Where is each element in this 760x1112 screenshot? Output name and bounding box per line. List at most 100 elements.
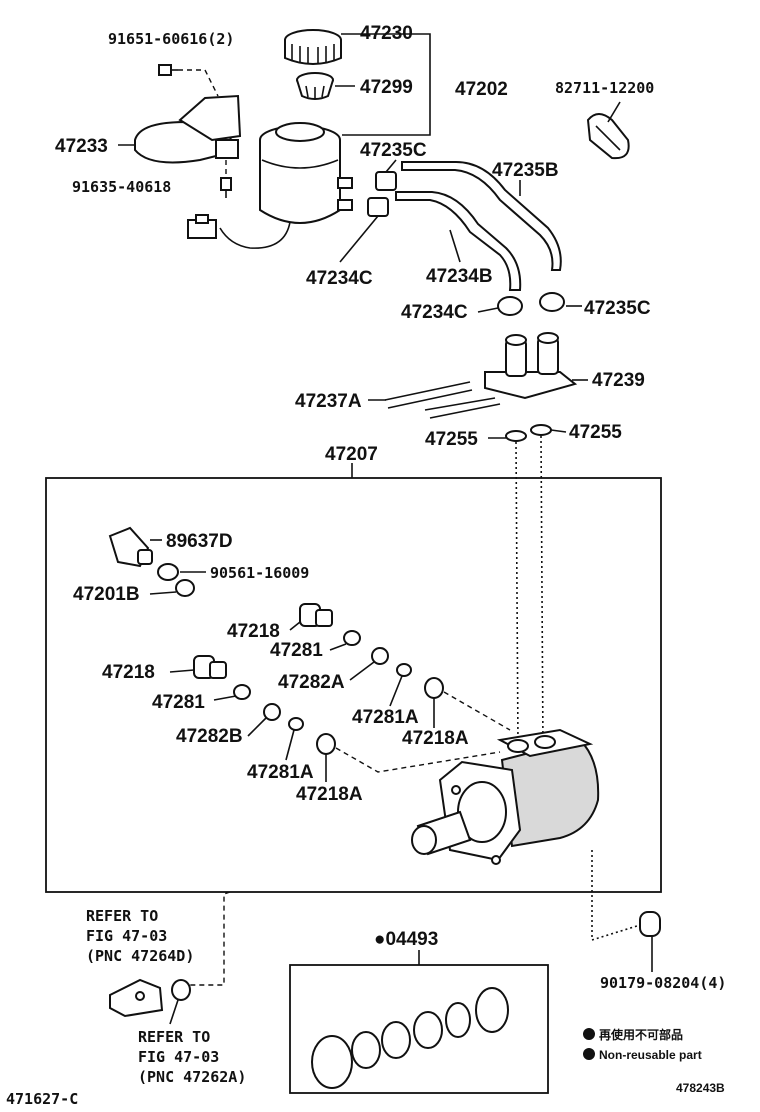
gasket-90561 [157, 563, 179, 581]
label-47218A-b: 47218A [296, 784, 363, 805]
label-47233: 47233 [55, 136, 108, 157]
refer1-line3: (PNC 47264D) [86, 947, 194, 965]
code-right: 478243B [676, 1081, 725, 1095]
refer1-line1: REFER TO [86, 907, 158, 925]
legend-en: Non-reusable part [599, 1048, 702, 1062]
guide-grommet-left [515, 441, 519, 746]
refer2-line1: REFER TO [138, 1028, 210, 1046]
union-47239 [484, 332, 578, 400]
label-82711: 82711-12200 [555, 79, 654, 97]
label-47218A-a: 47218A [402, 728, 469, 749]
clamp-47234C-top [367, 197, 389, 217]
leader-47281-b [213, 695, 237, 701]
legend-dot-jp [583, 1028, 595, 1040]
refer2-line2: FIG 47-03 [138, 1048, 219, 1066]
label-47255-left: 47255 [425, 429, 478, 450]
label-47282A: 47282A [278, 672, 345, 693]
leader-47282B [247, 717, 267, 737]
label-47218-a: 47218 [227, 621, 280, 642]
label-47235C-mid: 47235C [584, 298, 651, 319]
leader-47281A-b [285, 729, 295, 761]
grommet-47255-left [505, 430, 527, 442]
plug-47218-upper [299, 603, 333, 627]
label-47201B: 47201B [73, 584, 140, 605]
code-left: 471627-C [6, 1090, 78, 1108]
hose-47234B [395, 191, 522, 291]
leader-47234C-mid [477, 307, 499, 313]
clip-82711 [586, 113, 630, 160]
label-47282B: 47282B [176, 726, 243, 747]
leader-47281-a [329, 643, 347, 651]
bolt-91635 [220, 177, 232, 198]
label-90561: 90561-16009 [210, 564, 309, 582]
legend-jp: 再使用不可部品 [599, 1027, 683, 1042]
leader-82711 [607, 101, 621, 123]
seat-47281A-upper [396, 663, 412, 677]
label-47281-b: 47281 [152, 692, 205, 713]
yoke-part-reference [109, 978, 164, 1018]
label-47207: 47207 [325, 444, 378, 465]
plug-47218-lower [193, 655, 227, 679]
pin-reference [171, 979, 191, 1001]
bolt-90179 [639, 911, 661, 937]
bolt-91651 [158, 64, 178, 76]
kit-parts [311, 987, 509, 1089]
reservoir-bracket-47233 [134, 94, 242, 164]
clamp-47235C-mid [539, 292, 565, 312]
label-47299: 47299 [360, 77, 413, 98]
hose-47235B [401, 161, 562, 271]
leader-47235C-top [385, 159, 397, 173]
spring-47282B [263, 703, 281, 721]
guide-refer-1 [190, 891, 231, 986]
pin-47237A [384, 381, 501, 419]
label-47234B: 47234B [426, 266, 493, 287]
label-47230: 47230 [360, 23, 413, 44]
leader-47201B [149, 591, 177, 595]
label-47281-a: 47281 [270, 640, 323, 661]
legend-dot-en [583, 1048, 595, 1060]
label-47235C-top: 47235C [360, 140, 427, 161]
guide-90179 [591, 850, 641, 942]
label-47255-right: 47255 [569, 422, 622, 443]
assembly-box-47207 [45, 477, 662, 893]
grommet-47255-right [530, 424, 552, 436]
guide-grommet-right [540, 435, 544, 749]
reservoir-cap-47230 [284, 29, 342, 65]
leader-47281A-a [389, 675, 403, 707]
master-cylinder-body [411, 728, 600, 865]
label-47234C-mid: 47234C [401, 302, 468, 323]
label-47237A: 47237A [295, 391, 362, 412]
label-89637D: 89637D [166, 531, 233, 552]
leader-47218-b [169, 669, 195, 673]
washer-47218A-lower [316, 733, 336, 755]
leader-47282A [349, 661, 375, 681]
washer-47218A-upper [424, 677, 444, 699]
label-47281A-b: 47281A [247, 762, 314, 783]
label-47234C-left: 47234C [306, 268, 373, 289]
leader-47234C-left [339, 215, 379, 263]
label-47218-b: 47218 [102, 662, 155, 683]
label-47235B: 47235B [492, 160, 559, 181]
seat-47281-lower [233, 684, 251, 700]
label-04493: ●04493 [374, 929, 438, 950]
spring-47282A [371, 647, 389, 665]
leader-47218-a [289, 621, 301, 631]
leader-47234B [449, 229, 461, 263]
clamp-47235C-top [375, 171, 397, 191]
label-91635: 91635-40618 [72, 178, 171, 196]
strainer-47299 [296, 72, 334, 100]
refer1-line2: FIG 47-03 [86, 927, 167, 945]
leader-91651 [178, 69, 219, 97]
refer2-line3: (PNC 47262A) [138, 1068, 246, 1086]
label-91651: 91651-60616(2) [108, 30, 234, 48]
leader-47255-right [550, 429, 567, 433]
label-47202: 47202 [455, 79, 508, 100]
reservoir-tank-47202 [187, 122, 353, 249]
guide-47218A-lower [335, 747, 501, 773]
sensor-89637D [108, 526, 153, 568]
leader-47202-bracket [341, 33, 431, 136]
label-47281A-a: 47281A [352, 707, 419, 728]
seat-47281-upper [343, 630, 361, 646]
label-47239: 47239 [592, 370, 645, 391]
